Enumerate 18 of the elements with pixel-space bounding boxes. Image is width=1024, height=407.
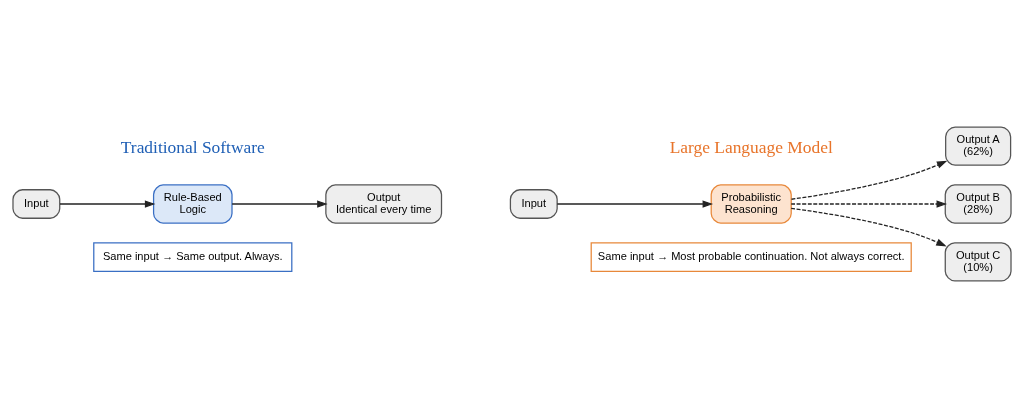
arrow — [59, 199, 156, 208]
arrow — [556, 199, 714, 208]
node-box: Output B (28%) — [944, 183, 1012, 224]
arrow — [790, 207, 947, 246]
node-box: Same input → Most probable continuation. Not always correct. — [590, 241, 912, 272]
arrow — [790, 199, 948, 208]
node-box: Output Identical every time — [325, 183, 443, 224]
node-box: Output C (10%) — [944, 241, 1012, 281]
node-box: Rule-Based Logic — [152, 183, 233, 224]
node-box: Input — [509, 188, 558, 219]
node-box: Same input → Same output. Always. — [93, 241, 293, 272]
arrow — [790, 160, 948, 200]
label: Large Language Model — [669, 136, 833, 157]
node-box: Probabilistic Reasoning — [710, 183, 792, 224]
node-box: Output A (62%) — [945, 126, 1012, 166]
label: Traditional Software — [120, 136, 265, 157]
arrow — [231, 199, 328, 208]
node-box: Input — [12, 188, 61, 219]
